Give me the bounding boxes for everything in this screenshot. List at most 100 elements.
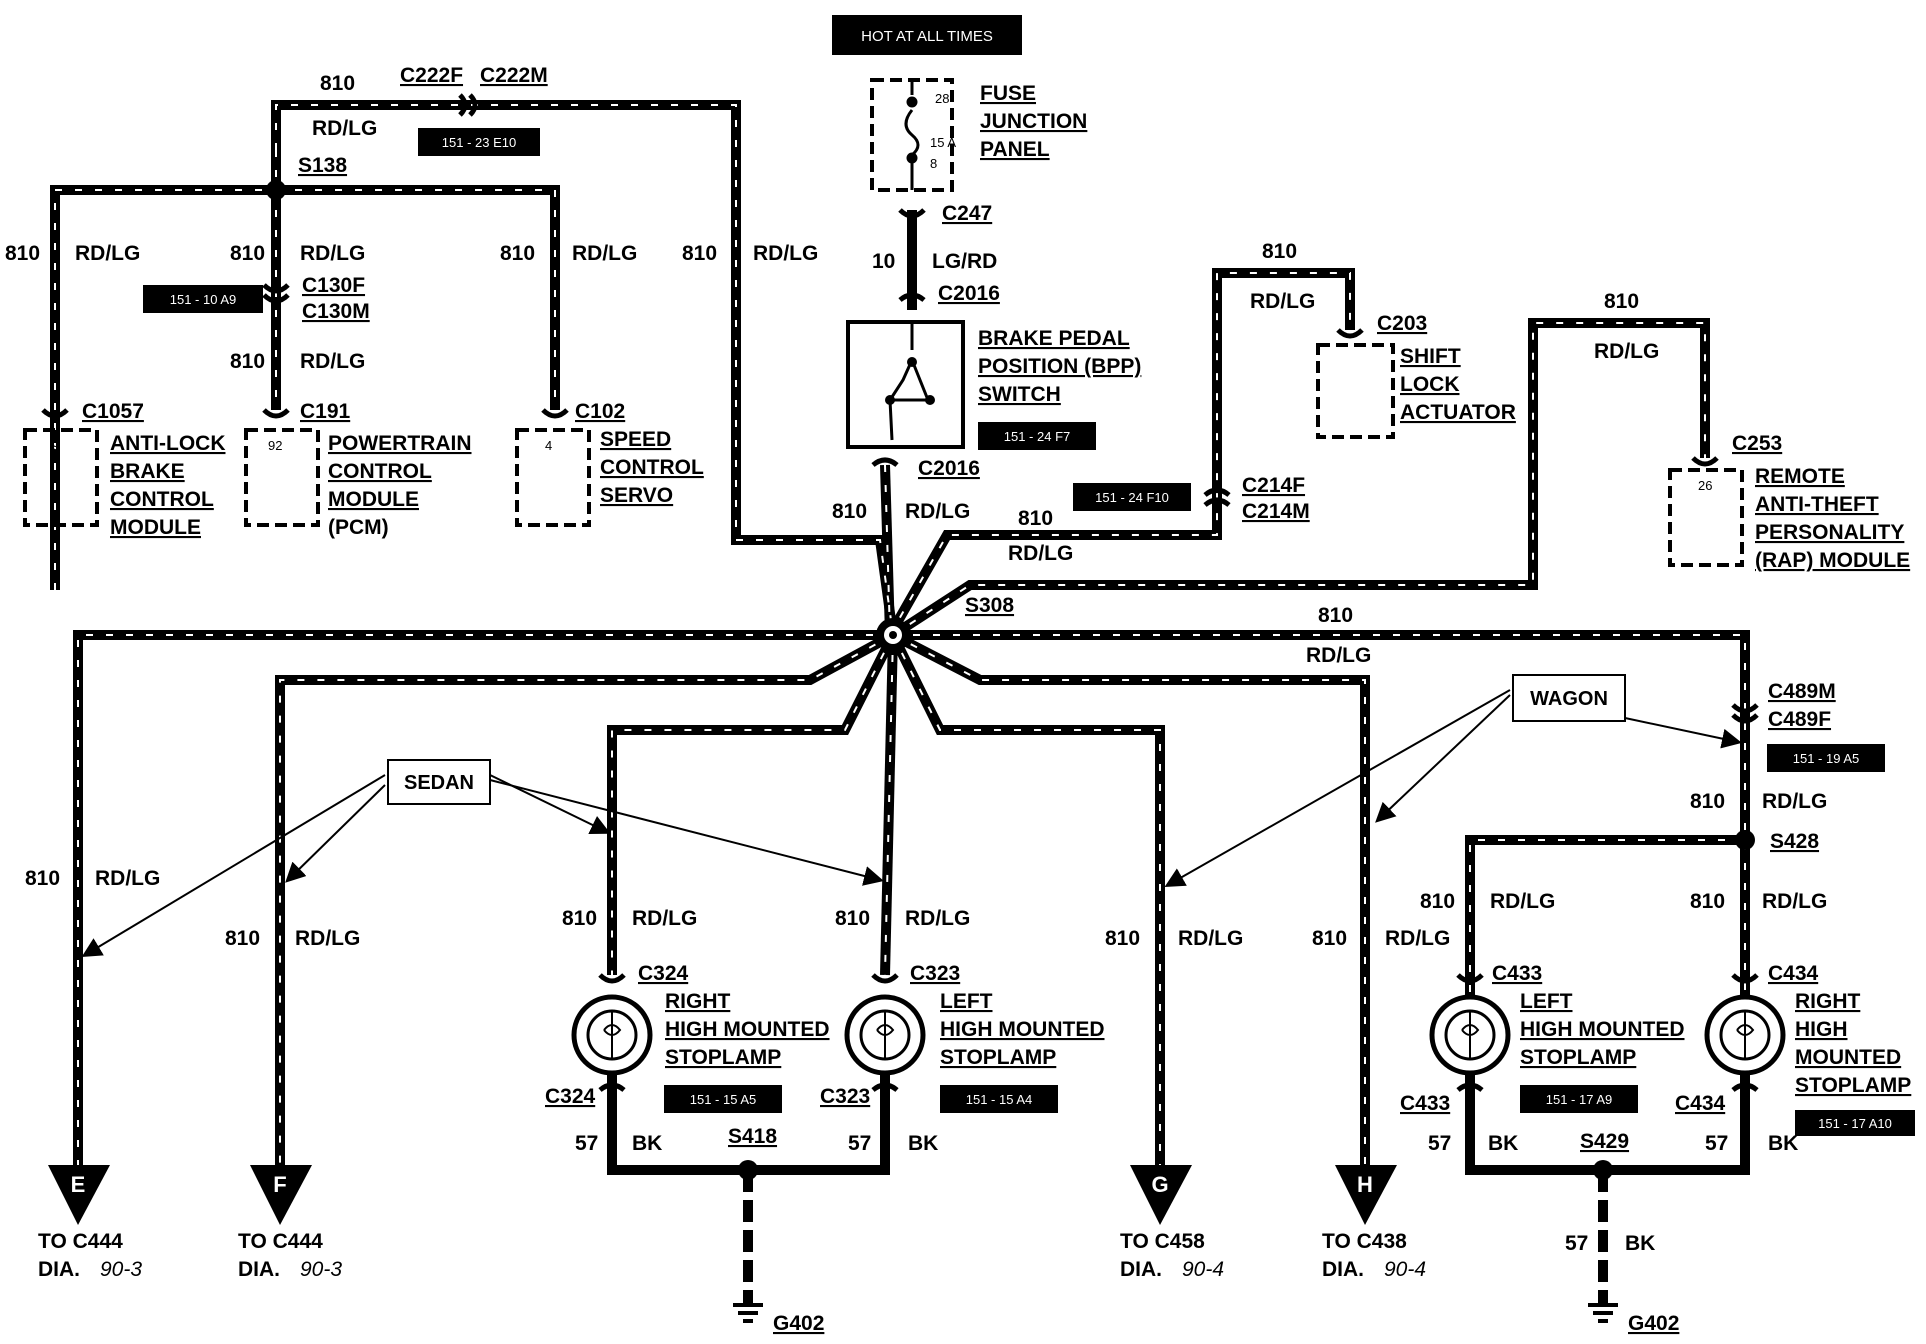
lbl-s138: S138	[298, 154, 347, 177]
wire-labels: 810 RD/LG C222F C222M S138 810 RD/LG 810…	[5, 64, 1836, 1335]
lbl-810-top: 810	[320, 72, 355, 95]
offpage-text: TO C444 DIA. 90-3 TO C444 DIA. 90-3 TO C…	[38, 1230, 1426, 1281]
lamp-lhms-sedan	[844, 994, 926, 1076]
rap-name-4: (RAP) MODULE	[1755, 549, 1910, 572]
lbl-810-shift: 810	[1262, 240, 1297, 263]
chevron-c324-bot	[598, 1082, 626, 1093]
callout-sedan: SEDAN	[387, 759, 491, 805]
lbl-c214m: C214M	[1242, 500, 1310, 523]
lbl-rdlg-lhms: RD/LG	[905, 907, 970, 930]
lbl-lgrd: LG/RD	[932, 250, 997, 273]
offpage-g-num: 90-4	[1182, 1258, 1224, 1281]
servo-name-2: CONTROL	[600, 456, 704, 479]
sedan-label: SEDAN	[404, 772, 474, 794]
chevron-c203	[1336, 328, 1364, 339]
lbl-rdlg-top: RD/LG	[312, 117, 377, 140]
pcm-pin-text: 92	[268, 438, 282, 453]
lbl-c489m: C489M	[1768, 680, 1836, 703]
lhms-sedan-name-3: STOPLAMP	[940, 1046, 1056, 1069]
lbl-810-servo: 810	[500, 242, 535, 265]
offpage-letter-e: E	[71, 1172, 86, 1197]
offpage-f-num: 90-3	[300, 1258, 342, 1281]
lbl-c102: C102	[575, 400, 625, 423]
bpp-name-1: BRAKE PEDAL	[978, 327, 1130, 350]
pcm-box	[244, 428, 320, 527]
chevron-c247	[898, 208, 926, 219]
wagon-label: WAGON	[1530, 688, 1608, 710]
lbl-s418: S418	[728, 1125, 777, 1148]
ref-boxes: 151 - 23 E10 151 - 10 A9 151 - 24 F10 15…	[143, 128, 1915, 1136]
offpage-f-dia: DIA.	[238, 1258, 280, 1281]
connector-chevrons	[41, 93, 1759, 1093]
module-pins: 9 92 4 26	[52, 438, 1712, 493]
chevron-c222	[458, 93, 478, 117]
offpage-h: H	[1335, 1165, 1397, 1225]
wire-f	[275, 630, 896, 1170]
lbl-810-h: 810	[1312, 927, 1347, 950]
pcm-name-3: MODULE	[328, 488, 419, 511]
abs-name-1: ANTI-LOCK	[110, 432, 225, 455]
abs-module-box	[23, 428, 99, 527]
lbl-57-lhms: 57	[848, 1132, 871, 1155]
rhms-sedan-name-1: RIGHT	[665, 990, 731, 1013]
rhms-wagon-name-4: STOPLAMP	[1795, 1074, 1911, 1097]
lbl-rdlg-rhms: RD/LG	[632, 907, 697, 930]
servo-name-3: SERVO	[600, 484, 673, 507]
lbl-c214f: C214F	[1242, 474, 1305, 497]
lbl-c2016-top: C2016	[938, 282, 1000, 305]
lbl-rdlg-s428: RD/LG	[1762, 790, 1827, 813]
chevron-c433-bot	[1456, 1082, 1484, 1093]
fuse-rating: 15 A	[930, 135, 956, 150]
wires-810	[50, 100, 1750, 1170]
offpage-g-dia: DIA.	[1120, 1258, 1162, 1281]
lbl-s428: S428	[1770, 830, 1819, 853]
splices	[266, 180, 1755, 1180]
chevron-c130	[262, 283, 290, 304]
offpage-f-to: TO C444	[238, 1230, 323, 1253]
lbl-rdlg-f: RD/LG	[295, 927, 360, 950]
pcm-name-4: (PCM)	[328, 516, 389, 539]
lbl-bk-ground: BK	[1625, 1232, 1655, 1255]
chevron-c2016-top	[898, 292, 926, 303]
ref-c489: 151 - 19 A5	[1793, 751, 1860, 766]
rhms-wagon-name-1: RIGHT	[1795, 990, 1861, 1013]
lbl-bk-rhmsw: BK	[1768, 1132, 1798, 1155]
lamp-rhms-wagon	[1704, 994, 1786, 1076]
speed-servo-box	[515, 428, 591, 527]
rap-pin-text: 26	[1698, 478, 1712, 493]
offpage-e-num: 90-3	[100, 1258, 142, 1281]
wire-shift-lock	[885, 268, 1355, 638]
chevron-c489	[1731, 703, 1759, 724]
ref-rhms-sedan: 151 - 15 A5	[690, 1092, 757, 1107]
servo-pin-text: 4	[545, 438, 552, 453]
lbl-rdlg-rap: RD/LG	[1594, 340, 1659, 363]
lbl-c434-top: C434	[1768, 962, 1819, 985]
lamp-rhms-sedan	[571, 994, 653, 1076]
shift-name-2: LOCK	[1400, 373, 1460, 396]
lbl-c203: C203	[1377, 312, 1427, 335]
splice-s138	[266, 180, 286, 200]
ref-lhms-wagon: 151 - 17 A9	[1546, 1092, 1613, 1107]
offpage-arrows: E F G H	[48, 1165, 1397, 1225]
ref-lhms-sedan: 151 - 15 A4	[966, 1092, 1033, 1107]
shift-lock-box	[1316, 343, 1395, 439]
wire-s428-left	[1465, 835, 1745, 1010]
lhms-wagon-name-1: LEFT	[1520, 990, 1573, 1013]
lbl-57-rhms: 57	[575, 1132, 598, 1155]
offpage-h-to: TO C438	[1322, 1230, 1407, 1253]
lbl-bk-rhms: BK	[632, 1132, 662, 1155]
chevron-c434-bot	[1731, 1082, 1759, 1093]
lbl-g402-wagon: G402	[1628, 1312, 1679, 1335]
offpage-letter-g: G	[1151, 1172, 1168, 1197]
wire-top-loop	[271, 100, 898, 636]
lbl-c2016-bot: C2016	[918, 457, 980, 480]
lbl-rdlg-abs: RD/LG	[75, 242, 140, 265]
rhms-wagon-name-3: MOUNTED	[1795, 1046, 1901, 1069]
servo-name-1: SPEED	[600, 428, 671, 451]
lbl-c324-bot: C324	[545, 1085, 596, 1108]
chevron-c191	[262, 408, 290, 419]
lbl-810-c214: 810	[1018, 507, 1053, 530]
rhms-sedan-name-3: STOPLAMP	[665, 1046, 781, 1069]
